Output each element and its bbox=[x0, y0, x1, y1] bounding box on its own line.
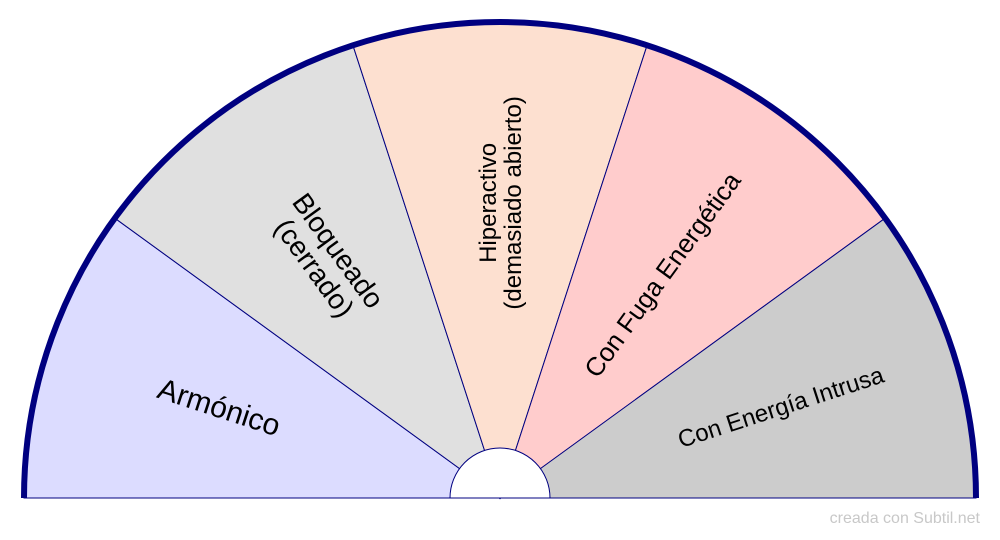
segment-label-line: (demasiado abierto) bbox=[500, 96, 527, 309]
center-hub bbox=[449, 447, 551, 499]
outer-arc bbox=[21, 19, 979, 499]
credit-text: creada con Subtil.net bbox=[829, 510, 980, 527]
segment-label-line: Hiperactivo bbox=[475, 143, 502, 263]
chart-segments bbox=[23, 21, 977, 500]
segment-label-3: Hiperactivo(demasiado abierto) bbox=[475, 96, 527, 309]
